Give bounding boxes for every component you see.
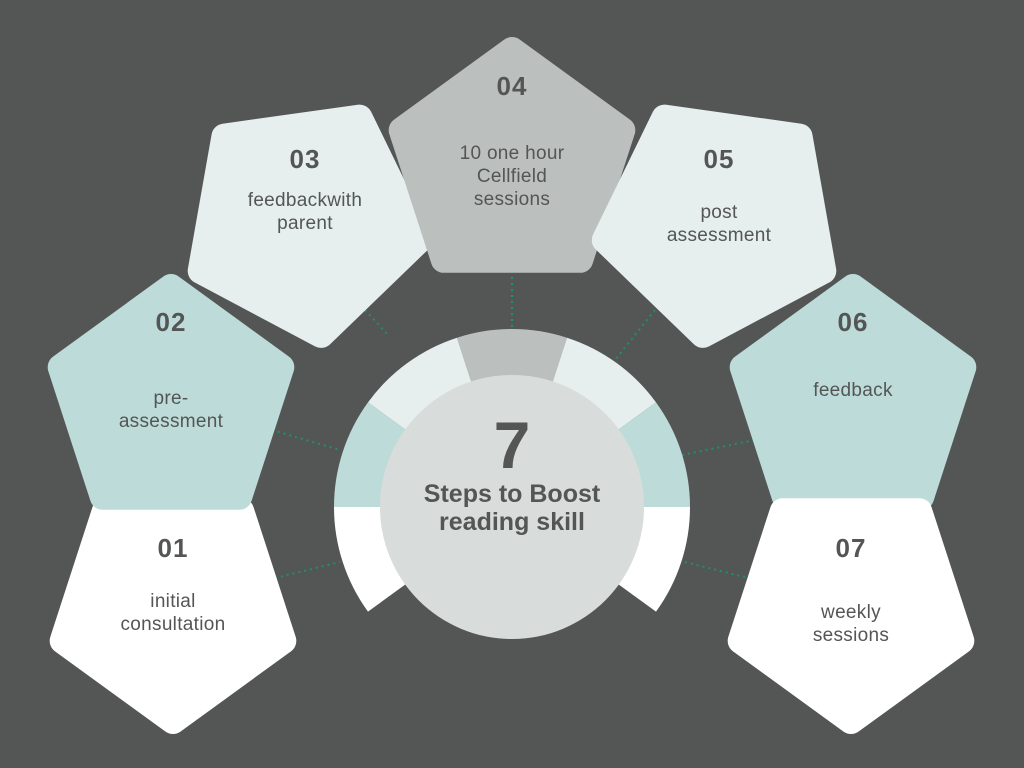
center-title-line1: Steps to Boost: [423, 480, 601, 508]
step-label-line: post: [700, 202, 738, 223]
step-number: 07: [835, 533, 867, 563]
step-label-line: pre-: [153, 388, 189, 409]
center-circle: [380, 375, 644, 639]
step-label-line: consultation: [120, 614, 226, 635]
ring-segment-07: [614, 507, 690, 612]
step-label-line: initial: [150, 591, 196, 612]
step-label-line: weekly: [821, 602, 881, 623]
connector-line-01: [274, 561, 341, 579]
step-number: 06: [837, 307, 869, 337]
step-pentagon-03: [187, 104, 433, 348]
ring-segment-04: [456, 329, 568, 387]
center-title-line2: reading skill: [439, 508, 585, 536]
step-label-line: assessment: [118, 411, 224, 432]
ring-segment-02: [334, 402, 410, 507]
connector-line-02: [271, 429, 341, 451]
connector-line-06: [681, 439, 756, 456]
step-label-line: Cellfield: [476, 166, 548, 187]
step-number: 02: [155, 307, 187, 337]
step-label-line: feedbackwith: [247, 190, 363, 211]
connector-line-05: [614, 309, 656, 361]
step-pentagon-05: [591, 104, 837, 348]
step-pentagon-01: [49, 498, 297, 734]
step-pentagon-02: [47, 274, 295, 510]
ring-segment-05: [551, 337, 657, 433]
step-pentagon-04: [388, 37, 636, 273]
step-number: 05: [703, 144, 735, 174]
step-label-line: 10 one hour: [459, 143, 565, 164]
step-label-line: assessment: [666, 225, 772, 246]
ring-segment-01: [334, 507, 410, 612]
step-pentagon-06: [729, 274, 977, 510]
step-label-line: sessions: [473, 189, 551, 210]
step-number: 03: [289, 144, 321, 174]
connector-line-03: [364, 309, 389, 336]
step-label-line: sessions: [812, 625, 890, 646]
step-label-line: parent: [277, 213, 333, 234]
step-number: 04: [496, 71, 528, 101]
center-number: 7: [493, 408, 531, 482]
ring-segment-03: [367, 337, 473, 433]
center-label: 7 Steps to Boost reading skill: [412, 410, 612, 536]
ring-segment-06: [614, 402, 690, 507]
step-label: feedback: [743, 379, 963, 402]
connector-line-07: [684, 561, 749, 579]
step-number: 01: [157, 533, 189, 563]
step-pentagon-07: [727, 498, 975, 734]
step-label: pre-assessment: [61, 387, 281, 433]
step-label-line: feedback: [813, 380, 893, 401]
